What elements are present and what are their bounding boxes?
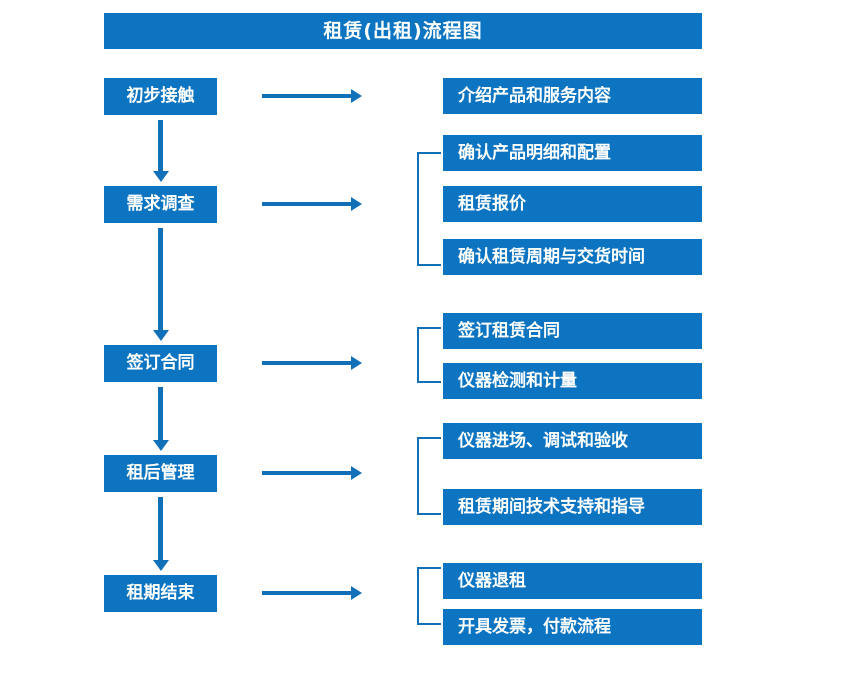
stage-label-4: 租后管理 <box>126 463 195 483</box>
detail-box-4[interactable]: 确认租赁周期与交货时间 <box>443 239 702 275</box>
group-bracket-4 <box>417 437 441 515</box>
detail-box-9[interactable]: 仪器退租 <box>443 563 702 599</box>
stage-box-2[interactable]: 需求调查 <box>104 186 217 223</box>
stage-box-4[interactable]: 租后管理 <box>104 455 217 492</box>
stage-label-2: 需求调查 <box>126 194 195 214</box>
group-bracket-3 <box>417 327 441 383</box>
stage-label-1: 初步接触 <box>126 86 195 106</box>
detail-box-10[interactable]: 开具发票，付款流程 <box>443 609 702 645</box>
detail-box-2[interactable]: 确认产品明细和配置 <box>443 135 702 171</box>
branch-arrow-1 <box>262 89 362 103</box>
detail-box-1[interactable]: 介绍产品和服务内容 <box>443 78 702 114</box>
detail-label-6: 仪器检测和计量 <box>458 370 577 391</box>
detail-box-6[interactable]: 仪器检测和计量 <box>443 363 702 399</box>
detail-label-1: 介绍产品和服务内容 <box>458 85 611 106</box>
group-bracket-5 <box>417 567 441 625</box>
group-bracket-2 <box>417 152 441 266</box>
stage-box-5[interactable]: 租期结束 <box>104 575 217 612</box>
branch-arrow-3 <box>262 356 362 370</box>
detail-label-9: 仪器退租 <box>458 570 526 591</box>
branch-arrow-4 <box>262 466 362 480</box>
detail-label-4: 确认租赁周期与交货时间 <box>458 246 645 267</box>
detail-label-7: 仪器进场、调试和验收 <box>458 430 628 451</box>
diagram-title: 租赁(出租)流程图 <box>323 19 483 42</box>
diagram-title-bar: 租赁(出租)流程图 <box>104 13 702 49</box>
detail-label-2: 确认产品明细和配置 <box>458 142 611 163</box>
flow-arrow-down-4 <box>153 497 169 571</box>
flow-arrow-down-1 <box>153 120 169 182</box>
flow-arrow-down-3 <box>153 387 169 451</box>
flow-arrow-down-2 <box>153 228 169 341</box>
detail-label-5: 签订租赁合同 <box>458 320 560 341</box>
stage-box-1[interactable]: 初步接触 <box>104 78 217 115</box>
stage-box-3[interactable]: 签订合同 <box>104 345 217 382</box>
stage-label-3: 签订合同 <box>126 353 195 373</box>
stage-label-5: 租期结束 <box>126 583 195 603</box>
detail-label-8: 租赁期间技术支持和指导 <box>458 496 645 517</box>
detail-label-10: 开具发票，付款流程 <box>458 616 611 637</box>
branch-arrow-5 <box>262 586 362 600</box>
detail-box-8[interactable]: 租赁期间技术支持和指导 <box>443 489 702 525</box>
detail-box-3[interactable]: 租赁报价 <box>443 186 702 222</box>
detail-label-3: 租赁报价 <box>458 193 526 214</box>
branch-arrow-2 <box>262 197 362 211</box>
detail-box-5[interactable]: 签订租赁合同 <box>443 313 702 349</box>
detail-box-7[interactable]: 仪器进场、调试和验收 <box>443 423 702 459</box>
